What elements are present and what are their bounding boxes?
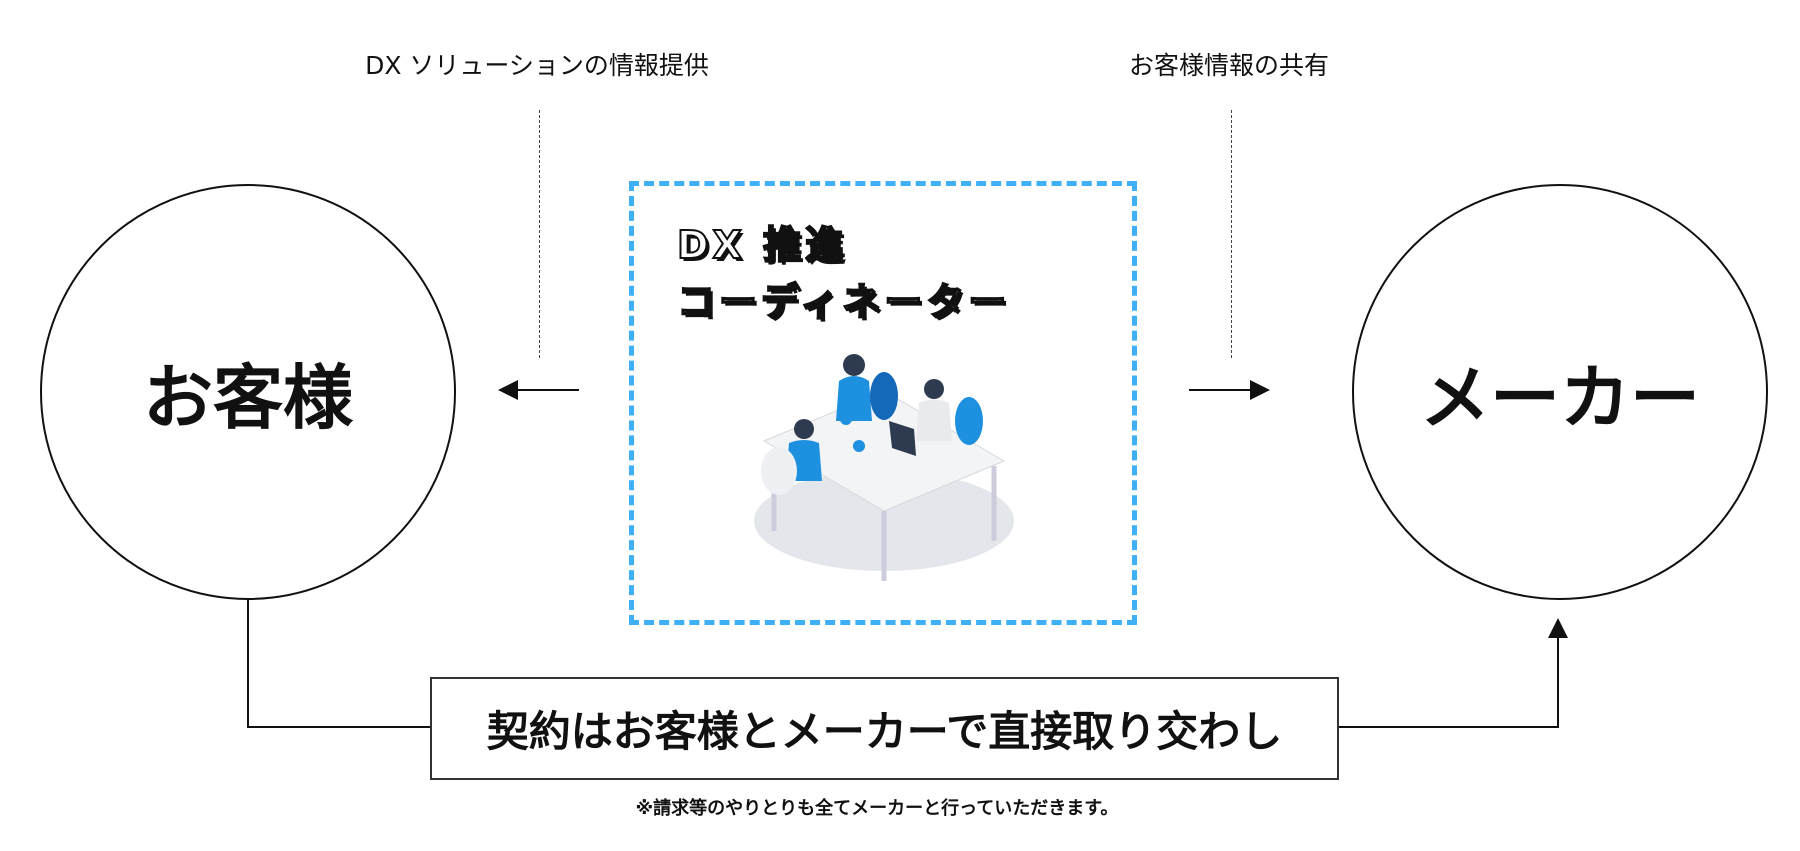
dashed-line-left [539, 110, 540, 358]
coordinator-title-line1: DX 推進 [676, 222, 848, 268]
contract-line-right [1339, 618, 1568, 728]
footnote: ※請求等のやりとりも全てメーカーと行っていただきます。 [635, 798, 1119, 819]
contract-line-left [247, 600, 430, 728]
contract-text: 契約はお客様とメーカーで直接取り交わし [486, 707, 1283, 756]
customer-node: お客様 [40, 184, 456, 600]
label-info-provision: DX ソリューションの情報提供 [365, 51, 709, 80]
contract-box: 契約はお客様とメーカーで直接取り交わし [430, 677, 1339, 780]
maker-label: メーカー [1420, 356, 1700, 439]
label-info-sharing: お客様情報の共有 [1128, 51, 1330, 80]
maker-node: メーカー [1352, 184, 1768, 600]
dashed-line-right [1231, 110, 1232, 358]
customer-label: お客様 [143, 356, 353, 439]
coordinator-box: DX 推進 コーディネーター [629, 181, 1137, 625]
coordinator-title-line2: コーディネーター [676, 279, 1011, 325]
meeting-illustration [754, 354, 1014, 581]
